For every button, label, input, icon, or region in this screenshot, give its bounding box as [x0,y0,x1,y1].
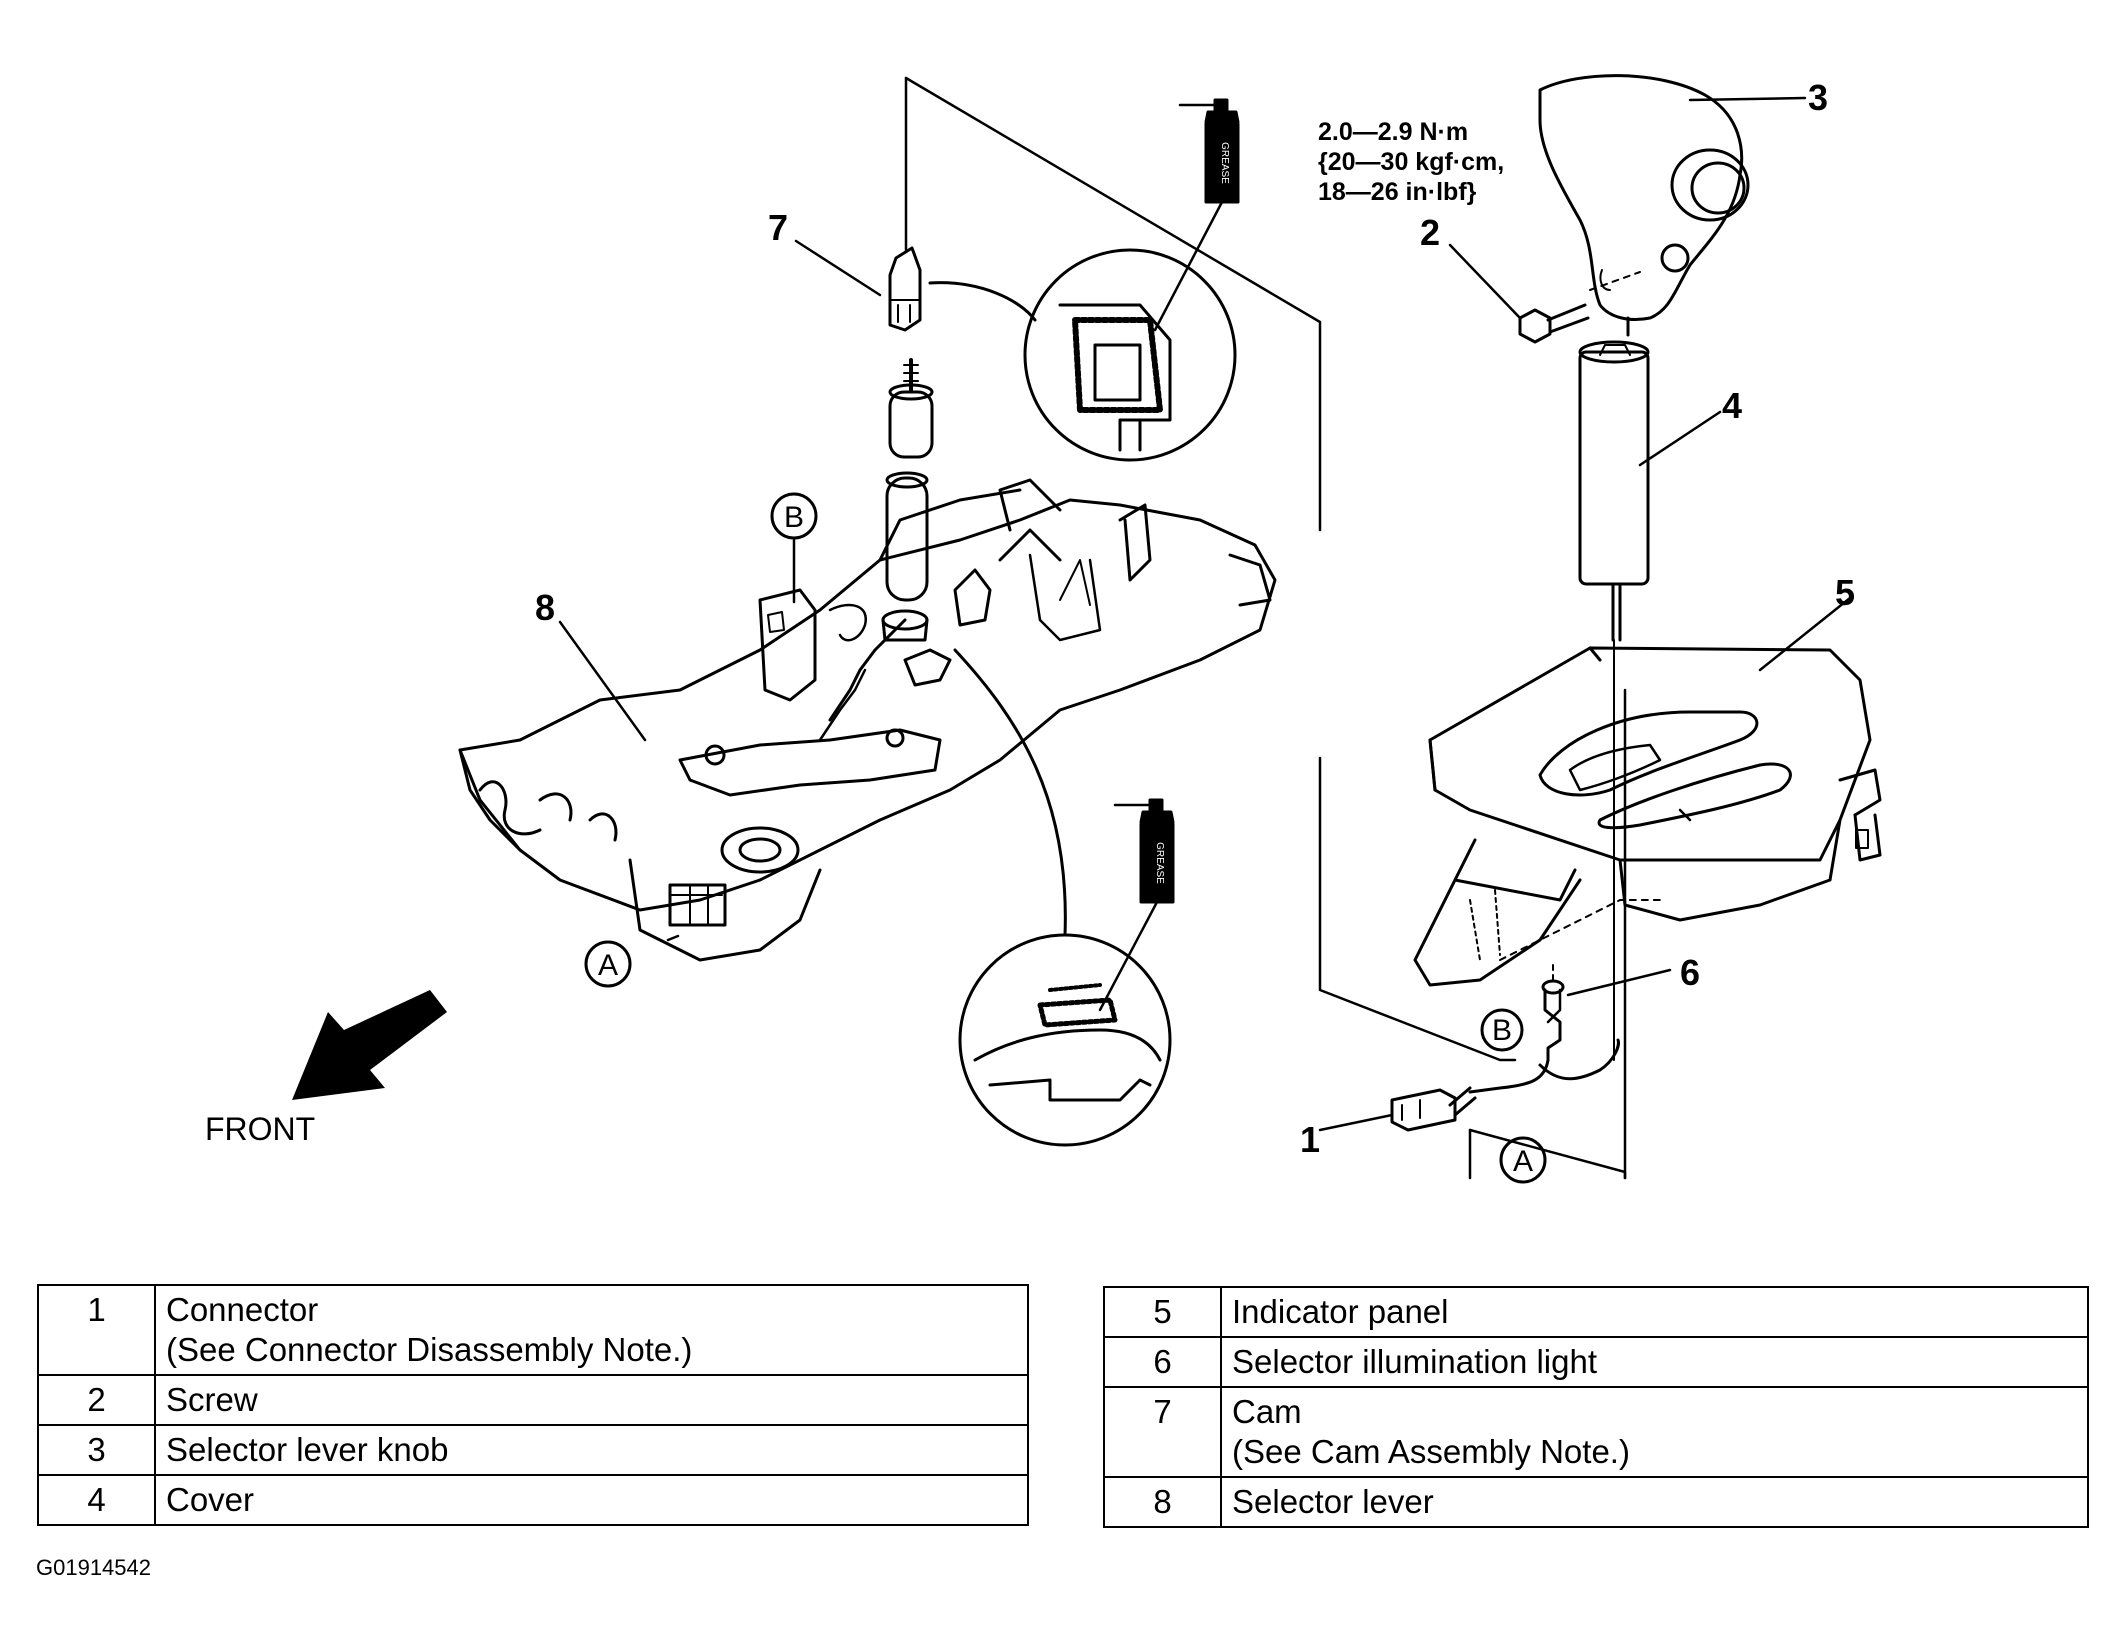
legend-item-number: 5 [1103,1286,1222,1338]
legend-description-line: (See Connector Disassembly Note.) [166,1331,693,1368]
detail-circle-base [958,933,1172,1147]
legend-row: 5 Indicator panel [1103,1286,2089,1338]
legend-item-number: 3 [37,1424,156,1476]
callout-7: 7 [768,207,788,248]
reference-mark-a-right: A [1499,1136,1547,1184]
svg-text:A: A [1513,1145,1533,1178]
svg-text:{20—30 kgf·cm,: {20—30 kgf·cm, [1318,148,1504,176]
legend-row: 3 Selector lever knob [37,1424,1029,1476]
legend-item-description: Cam(See Cam Assembly Note.) [1220,1386,2089,1478]
legend-item-description: Selector illumination light [1220,1336,2089,1388]
legend-description-line: Screw [166,1381,258,1418]
callout-1: 1 [1300,1119,1320,1160]
cam-part [888,246,922,332]
legend-description-line: Indicator panel [1232,1293,1449,1330]
grease-can-bottom: GREASE [1098,798,1175,1012]
illumination-light [1390,959,1620,1132]
legend-item-description: Selector lever [1220,1476,2089,1528]
svg-text:B: B [1492,1014,1512,1047]
legend-description-line: Selector lever knob [166,1431,449,1468]
svg-text:A: A [598,949,618,982]
legend-row: 6 Selector illumination light [1103,1336,2089,1388]
legend-item-number: 2 [37,1374,156,1426]
base-detail-lead [953,648,1067,937]
callout-8: 8 [535,587,555,628]
legend-description-line: Connector [166,1291,319,1328]
frame-lines [904,76,1627,1180]
indicator-panel [1413,646,1882,987]
legend-item-number: 4 [37,1474,156,1526]
legend-description-line: Cover [166,1481,255,1518]
legend-description-line: (See Cam Assembly Note.) [1232,1433,1630,1470]
legend-row: 4 Cover [37,1474,1029,1526]
svg-text:2.0—2.9 N·m: 2.0—2.9 N·m [1318,118,1468,146]
legend-row: 8 Selector lever [1103,1476,2089,1528]
screw-part [1518,271,1641,344]
legend-item-number: 7 [1103,1386,1222,1478]
legend-item-number: 6 [1103,1336,1222,1388]
legend-row: 2 Screw [37,1374,1029,1426]
legend-description-line: Cam [1232,1393,1302,1430]
shaft-parts [881,358,934,642]
reference-mark-b-right: B [1480,1008,1524,1052]
detail-circle-cam [1023,248,1237,462]
legend-item-number: 8 [1103,1476,1222,1528]
callout-5: 5 [1835,572,1855,613]
cover-part [1578,340,1650,1061]
svg-text:18—26 in·lbf}: 18—26 in·lbf} [1318,178,1477,206]
callout-2: 2 [1420,212,1440,253]
legend-item-description: Selector lever knob [154,1424,1029,1476]
legend-item-description: Cover [154,1474,1029,1526]
selector-lever-base [458,478,1277,962]
svg-text:B: B [784,501,804,534]
grease-can-top: GREASE [1153,98,1240,332]
reference-mark-b-left: B [770,492,818,540]
legend-item-description: Indicator panel [1220,1286,2089,1338]
front-arrow-icon [292,990,447,1100]
lever-linkage [678,568,992,797]
callout-6: 6 [1680,952,1700,993]
exploded-view-diagram: GREASE GREASE [205,74,1882,1184]
selector-lever-knob [1538,74,1750,337]
cam-detail-lead [928,281,1037,322]
legend-table-right: 5 Indicator panel 6 Selector illumination l… [1103,1286,2089,1528]
svg-text:GREASE: GREASE [1154,842,1165,884]
legend-item-description: Screw [154,1374,1029,1426]
legend-item-description: Connector(See Connector Disassembly Note… [154,1284,1029,1376]
leader-lines [558,96,1852,1132]
figure-code: G01914542 [36,1555,151,1580]
legend-item-number: 1 [37,1284,156,1376]
torque-spec: 2.0—2.9 N·m {20—30 kgf·cm, 18—26 in·lbf} [1318,118,1504,206]
callout-4: 4 [1722,385,1742,426]
front-label: FRONT [205,1111,315,1147]
reference-mark-a-left: A [584,940,632,988]
legend-description-line: Selector lever [1232,1483,1434,1520]
svg-text:GREASE: GREASE [1219,142,1230,184]
legend-description-line: Selector illumination light [1232,1343,1598,1380]
callout-3: 3 [1808,77,1828,118]
